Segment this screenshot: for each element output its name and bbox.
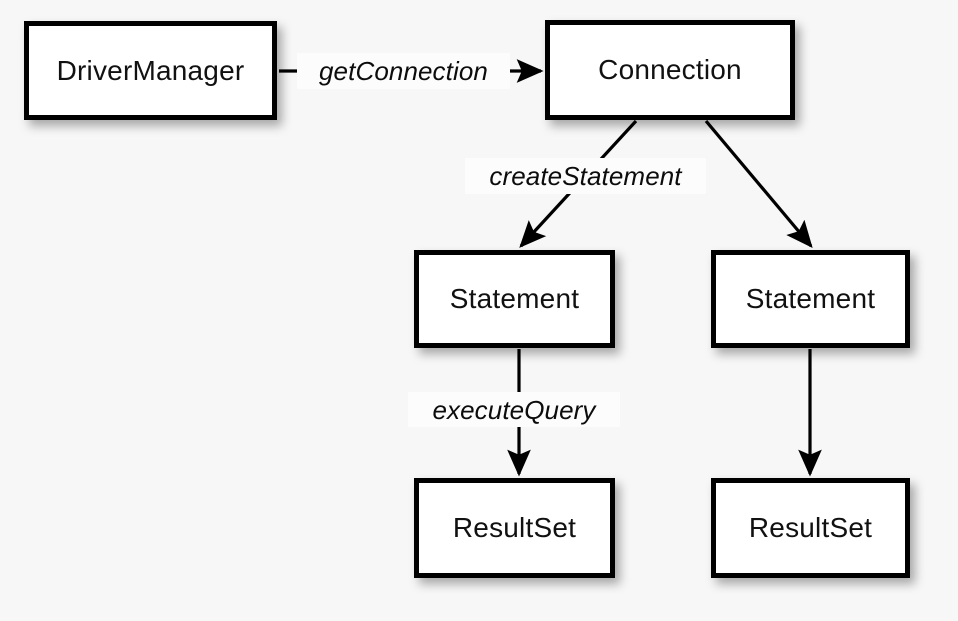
node-resultset-right[interactable]: ResultSet [711, 478, 910, 578]
node-statement-left-label: Statement [449, 283, 580, 314]
edge-label-executequery: executeQuery [408, 392, 620, 427]
node-resultset-left-label: ResultSet [452, 512, 577, 543]
edge-label-createstatement: createStatement [465, 158, 706, 194]
connector-createstatement-2 [704, 119, 813, 248]
node-drivermanager[interactable]: DriverManager [24, 21, 277, 120]
node-drivermanager-label: DriverManager [56, 54, 245, 86]
node-resultset-left[interactable]: ResultSet [414, 478, 615, 578]
node-connection[interactable]: Connection [545, 20, 795, 120]
node-statement-right-label: Statement [745, 283, 876, 314]
node-connection-label: Connection [598, 54, 742, 85]
node-resultset-right-label: ResultSet [748, 512, 873, 543]
node-statement-right[interactable]: Statement [711, 250, 910, 348]
edge-label-getconnection: getConnection [297, 53, 510, 89]
node-statement-left[interactable]: Statement [414, 250, 615, 348]
